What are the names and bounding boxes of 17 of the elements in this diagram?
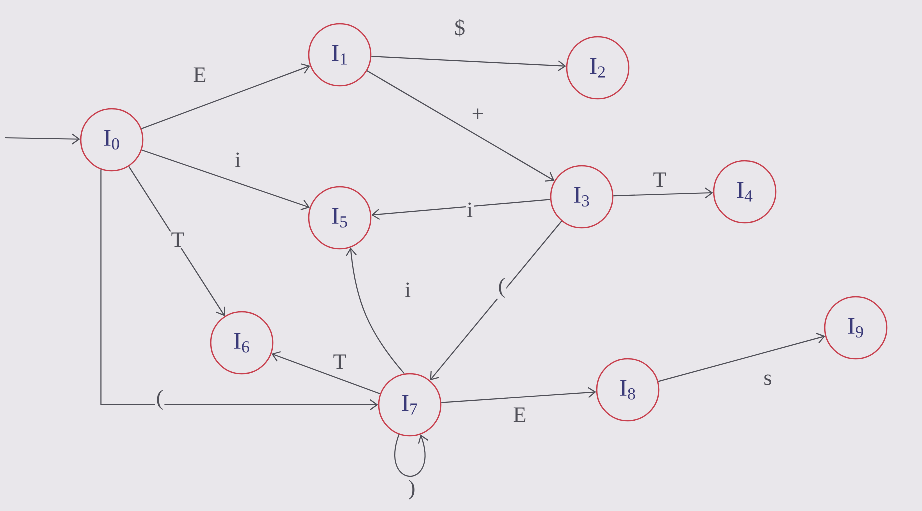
arrow xyxy=(128,166,226,316)
edge-label: s xyxy=(762,374,774,386)
arrow xyxy=(367,70,555,182)
arrow xyxy=(658,333,826,382)
arrow xyxy=(614,188,714,199)
arrow xyxy=(142,150,310,210)
arrow xyxy=(372,56,566,72)
arrow xyxy=(272,351,380,395)
arrow xyxy=(141,64,310,130)
arrow xyxy=(5,134,80,145)
arrow xyxy=(346,248,405,374)
arrow xyxy=(394,434,429,477)
edge-label: $ xyxy=(454,18,466,38)
arrow xyxy=(372,199,551,220)
arrow xyxy=(442,387,596,404)
arrow xyxy=(430,221,562,381)
arrow xyxy=(100,170,378,410)
